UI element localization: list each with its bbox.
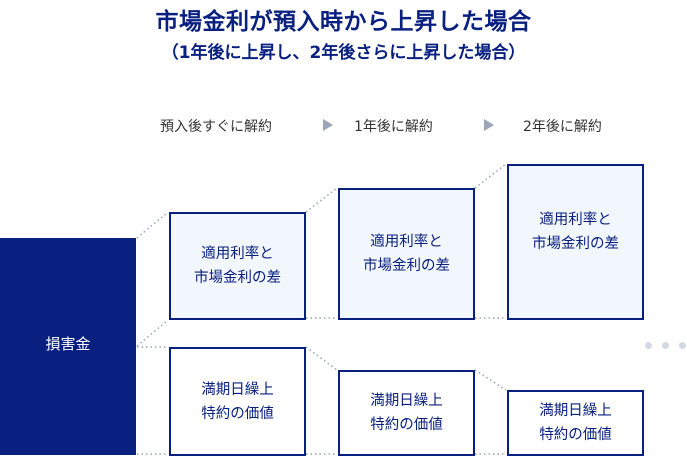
- value-box-immediate: 満期日繰上 特約の価値: [169, 347, 306, 456]
- rate-diff-box-immediate: 適用利率と 市場金利の差: [169, 212, 306, 320]
- step-immediate: 預入後すぐに解約: [160, 119, 272, 135]
- loss-label: 損害金: [45, 335, 91, 353]
- rate-diff-label: 適用利率と 市場金利の差: [363, 234, 450, 274]
- diagram-subtitle: （1年後に上昇し、2年後さらに上昇した場合）: [161, 43, 526, 63]
- triangle-right-icon: [323, 119, 333, 131]
- step-1-year: 1年後に解約: [354, 119, 433, 135]
- value-box-2-year: 満期日繰上 特約の価値: [507, 390, 644, 456]
- step-2-year: 2年後に解約: [523, 119, 602, 135]
- value-label: 満期日繰上 特約の価値: [539, 403, 612, 443]
- ellipsis-icon: [679, 342, 686, 349]
- ellipsis-icon: [645, 342, 652, 349]
- ellipsis-icon: [662, 342, 669, 349]
- value-box-1-year: 満期日繰上 特約の価値: [338, 370, 475, 456]
- value-label: 満期日繰上 特約の価値: [370, 393, 443, 433]
- rate-diff-label: 適用利率と 市場金利の差: [194, 246, 281, 286]
- triangle-right-icon: [484, 119, 494, 131]
- diagram-title: 市場金利が預入時から上昇した場合: [155, 9, 532, 35]
- value-label: 満期日繰上 特約の価値: [201, 381, 274, 422]
- loss-amount-block: 損害金: [0, 238, 136, 455]
- rate-diff-label: 適用利率と 市場金利の差: [532, 212, 619, 252]
- rate-diff-box-1-year: 適用利率と 市場金利の差: [338, 188, 475, 320]
- rate-diff-box-2-year: 適用利率と 市場金利の差: [507, 164, 644, 320]
